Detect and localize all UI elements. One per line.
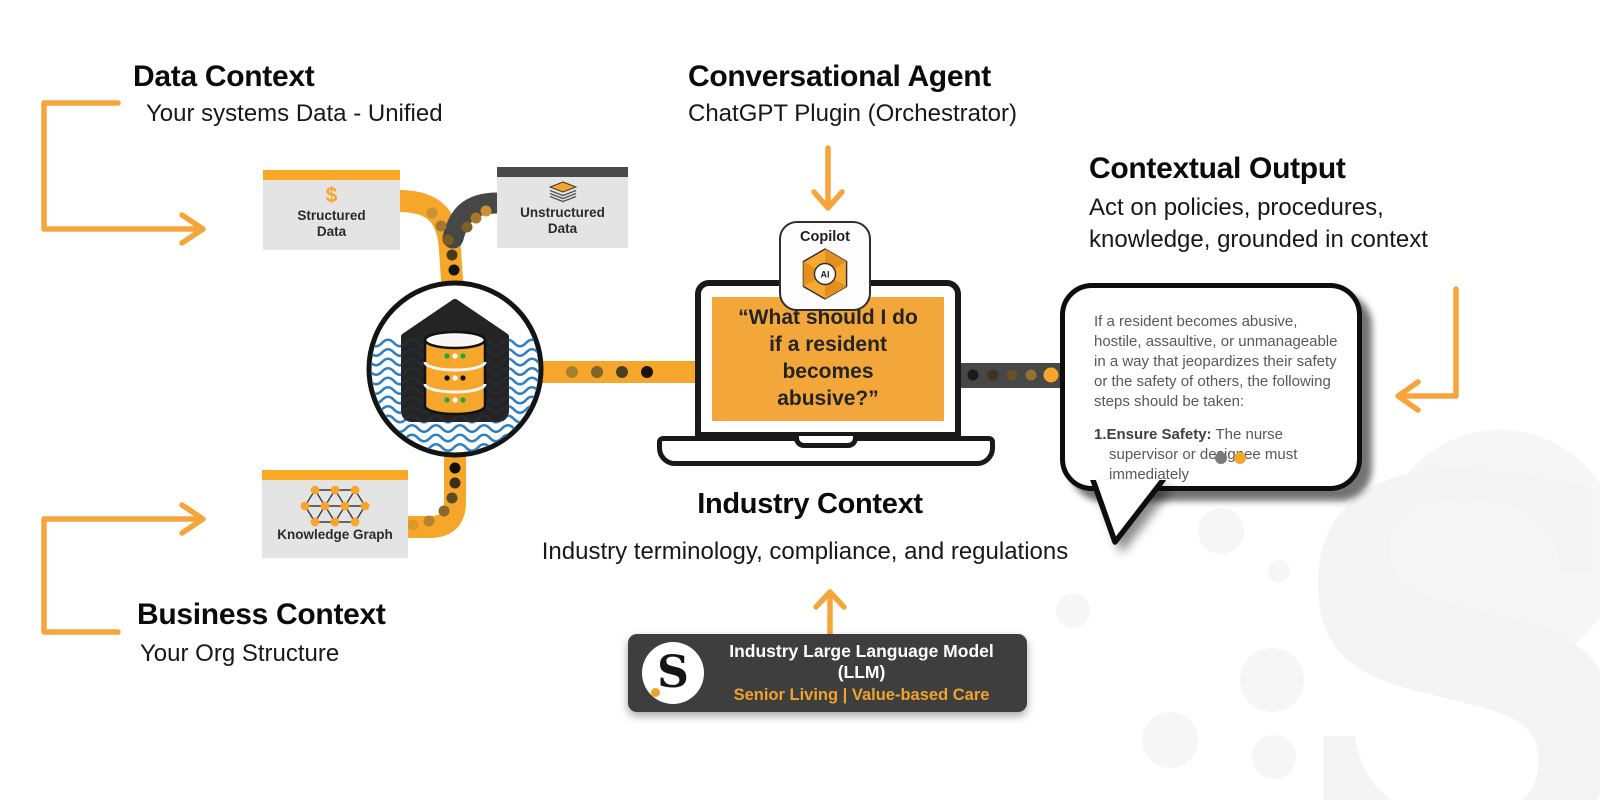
pipe-dots-top [426,205,492,276]
carousel-dots [1215,451,1253,469]
data-context-subtitle: Your systems Data - Unified [146,100,443,127]
layers-icon [548,181,577,203]
arrow-data-context [41,100,206,246]
watermark-circle [1198,508,1244,554]
business-context-subtitle: Your Org Structure [140,640,340,667]
dot-orange [1234,452,1246,464]
answer-paragraph: If a resident becomes abusive, hostile, … [1094,313,1338,410]
pipe-lakehouse-to-laptop [538,361,700,383]
industry-context-subtitle: Industry terminology, compliance, and re… [541,538,1069,565]
watermark-circle [1380,430,1600,670]
laptop-screen-quote: “What should I do if a resident becomes … [738,306,918,410]
llm-badge-text: Industry Large Language Model (LLM) Seni… [704,641,1027,705]
dot-gray [1215,452,1227,464]
structured-data-node: $ Structured Data [263,170,400,250]
industry-llm-badge: S Industry Large Language Model (LLM) Se… [628,634,1027,712]
pipe-lakehouse-to-knowledge-graph [391,441,466,538]
database-icon [423,330,487,416]
llm-badge-title: Industry Large Language Model (LLM) [729,641,994,682]
watermark-circle [1240,648,1304,712]
arrow-conversational-agent-down [811,145,845,211]
watermark-circle [1142,712,1198,768]
contextual-output-title: Contextual Output [1089,152,1346,185]
laptop-screen-panel: “What should I do if a resident becomes … [712,297,944,421]
graph-network-icon [300,485,370,527]
llm-badge-subtitle: Senior Living | Value-based Care [733,686,990,704]
structured-data-label: Structured Data [297,208,366,239]
pipe-unstructured-to-lakehouse [442,192,509,249]
business-context-title: Business Context [137,598,386,631]
answer-speech-bubble: If a resident becomes abusive, hostile, … [1060,283,1362,491]
data-context-title: Data Context [133,60,315,93]
laptop-base [657,436,995,466]
laptop-notch [794,436,858,448]
box-top-bar [262,470,408,480]
pipe-laptop-to-bubble [950,363,1070,388]
dollar-icon: $ [325,184,338,207]
unstructured-data-node: Unstructured Data [497,167,628,248]
contextual-output-subtitle: Act on policies, procedures, knowledge, … [1089,194,1428,254]
arrow-contextual-output [1395,286,1459,413]
unstructured-data-label: Unstructured Data [520,205,605,236]
speech-bubble-tail [1090,480,1166,545]
watermark-circle [1252,735,1296,779]
answer-text: If a resident becomes abusive, hostile, … [1094,312,1346,485]
copilot-label: Copilot [800,229,850,245]
copilot-ai-icon: AI [802,248,848,300]
pipe-structured-to-lakehouse [388,190,464,305]
arrow-business-context [41,502,206,635]
arrow-industry-context-up [813,589,847,636]
answer-step: 1.Ensure Safety: The nurse supervisor or… [1094,425,1298,483]
conversational-agent-title: Conversational Agent [688,60,991,93]
copilot-badge: Copilot AI [779,221,871,311]
knowledge-graph-node: Knowledge Graph [262,470,408,558]
industry-context-title: Industry Context [697,488,923,520]
watermark-circle [1268,560,1290,582]
monogram-dot [651,688,660,697]
watermark-circle [1056,594,1090,628]
data-lakehouse-icon [366,280,544,458]
box-top-bar [263,170,400,180]
svg-text:AI: AI [821,269,830,279]
knowledge-graph-label: Knowledge Graph [277,527,393,542]
monogram-letter: S [657,647,689,699]
conversational-agent-subtitle: ChatGPT Plugin (Orchestrator) [688,100,1018,127]
s-monogram-icon: S [642,642,704,704]
box-top-bar [497,167,628,177]
